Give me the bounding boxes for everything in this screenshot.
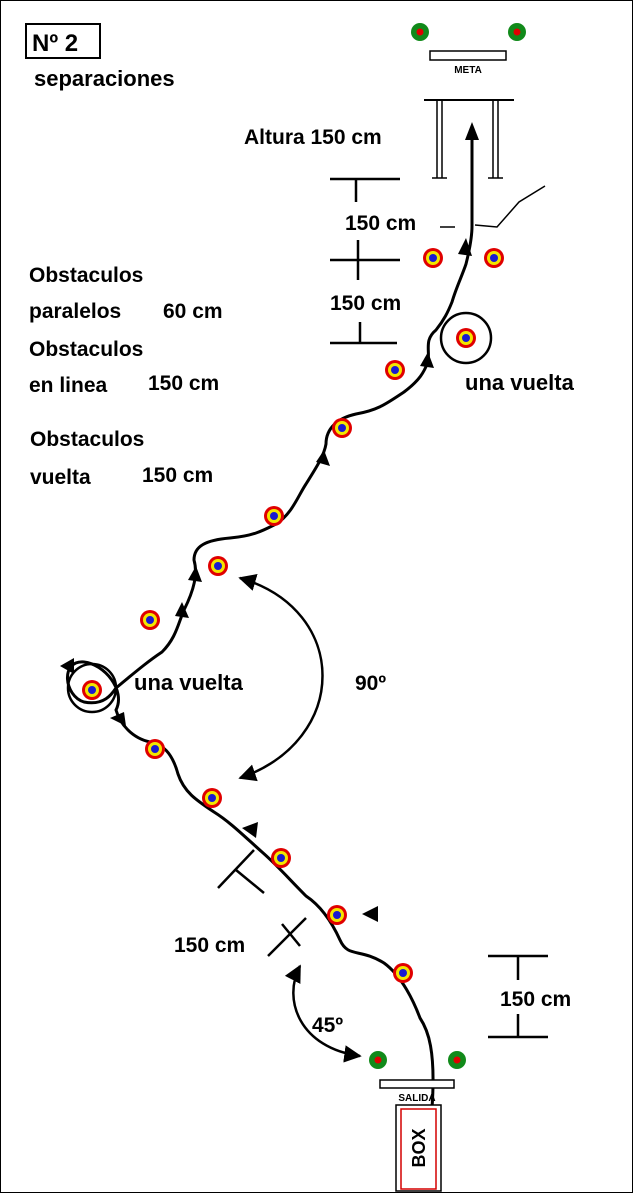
vuelta-label-1: Obstaculos [30, 428, 144, 451]
start-line: SALIDA [369, 1051, 466, 1104]
cone [393, 963, 413, 983]
paralelos-label-1: Obstaculos [29, 264, 143, 287]
top-distance-2-label: 150 cm [330, 292, 401, 315]
angle-45-arc [284, 964, 362, 1063]
diagram-subtitle: separaciones [34, 66, 175, 91]
jump-obstacle [424, 99, 514, 179]
paralelos-value: 60 cm [163, 300, 223, 323]
angle-45-label: 45º [312, 1014, 343, 1037]
cone [423, 248, 443, 268]
linea-value: 150 cm [148, 372, 219, 395]
bottom-right-distance-markers [488, 954, 548, 1039]
cone [82, 680, 102, 700]
cone [332, 418, 352, 438]
cone [484, 248, 504, 268]
cones [82, 248, 504, 983]
una-vuelta-left-label: una vuelta [134, 670, 244, 695]
box-inner [400, 1108, 437, 1190]
salida-label: SALIDA [398, 1093, 435, 1104]
number-box [25, 23, 101, 59]
linea-label-1: Obstaculos [29, 338, 143, 361]
diagram-number: Nº 2 [32, 30, 78, 57]
meta-label: META [454, 65, 482, 76]
cone [202, 788, 222, 808]
cone [208, 556, 228, 576]
top-distance-markers [330, 177, 400, 345]
cone [385, 360, 405, 380]
vuelta-value: 150 cm [142, 464, 213, 487]
angle-90-label: 90º [355, 672, 386, 695]
vuelta-label-2: vuelta [30, 466, 91, 489]
cone [271, 848, 291, 868]
cone [264, 506, 284, 526]
box: BOX [395, 1104, 442, 1192]
altura-label: Altura 150 cm [244, 126, 382, 149]
start-bar [379, 1079, 455, 1089]
bottom-left-distance-markers [217, 849, 307, 957]
una-vuelta-top-label: una vuelta [465, 370, 575, 395]
linea-label-2: en linea [29, 374, 108, 397]
direction-arrows [60, 122, 479, 922]
paralelos-label-2: paralelos [29, 300, 121, 323]
loop-top [439, 311, 493, 365]
cone [456, 328, 476, 348]
top-distance-1-label: 150 cm [345, 212, 416, 235]
angle-90-arc [238, 574, 324, 782]
box-label: BOX [409, 1128, 429, 1167]
cone [145, 739, 165, 759]
cone [327, 905, 347, 925]
bottom-right-distance-label: 150 cm [500, 988, 571, 1011]
gate-line [474, 185, 546, 228]
finish-line: META [411, 23, 526, 76]
loop-left [66, 662, 118, 714]
cone [140, 610, 160, 630]
course-path [66, 130, 474, 1109]
finish-bar [429, 50, 507, 61]
bottom-left-distance-label: 150 cm [174, 934, 245, 957]
